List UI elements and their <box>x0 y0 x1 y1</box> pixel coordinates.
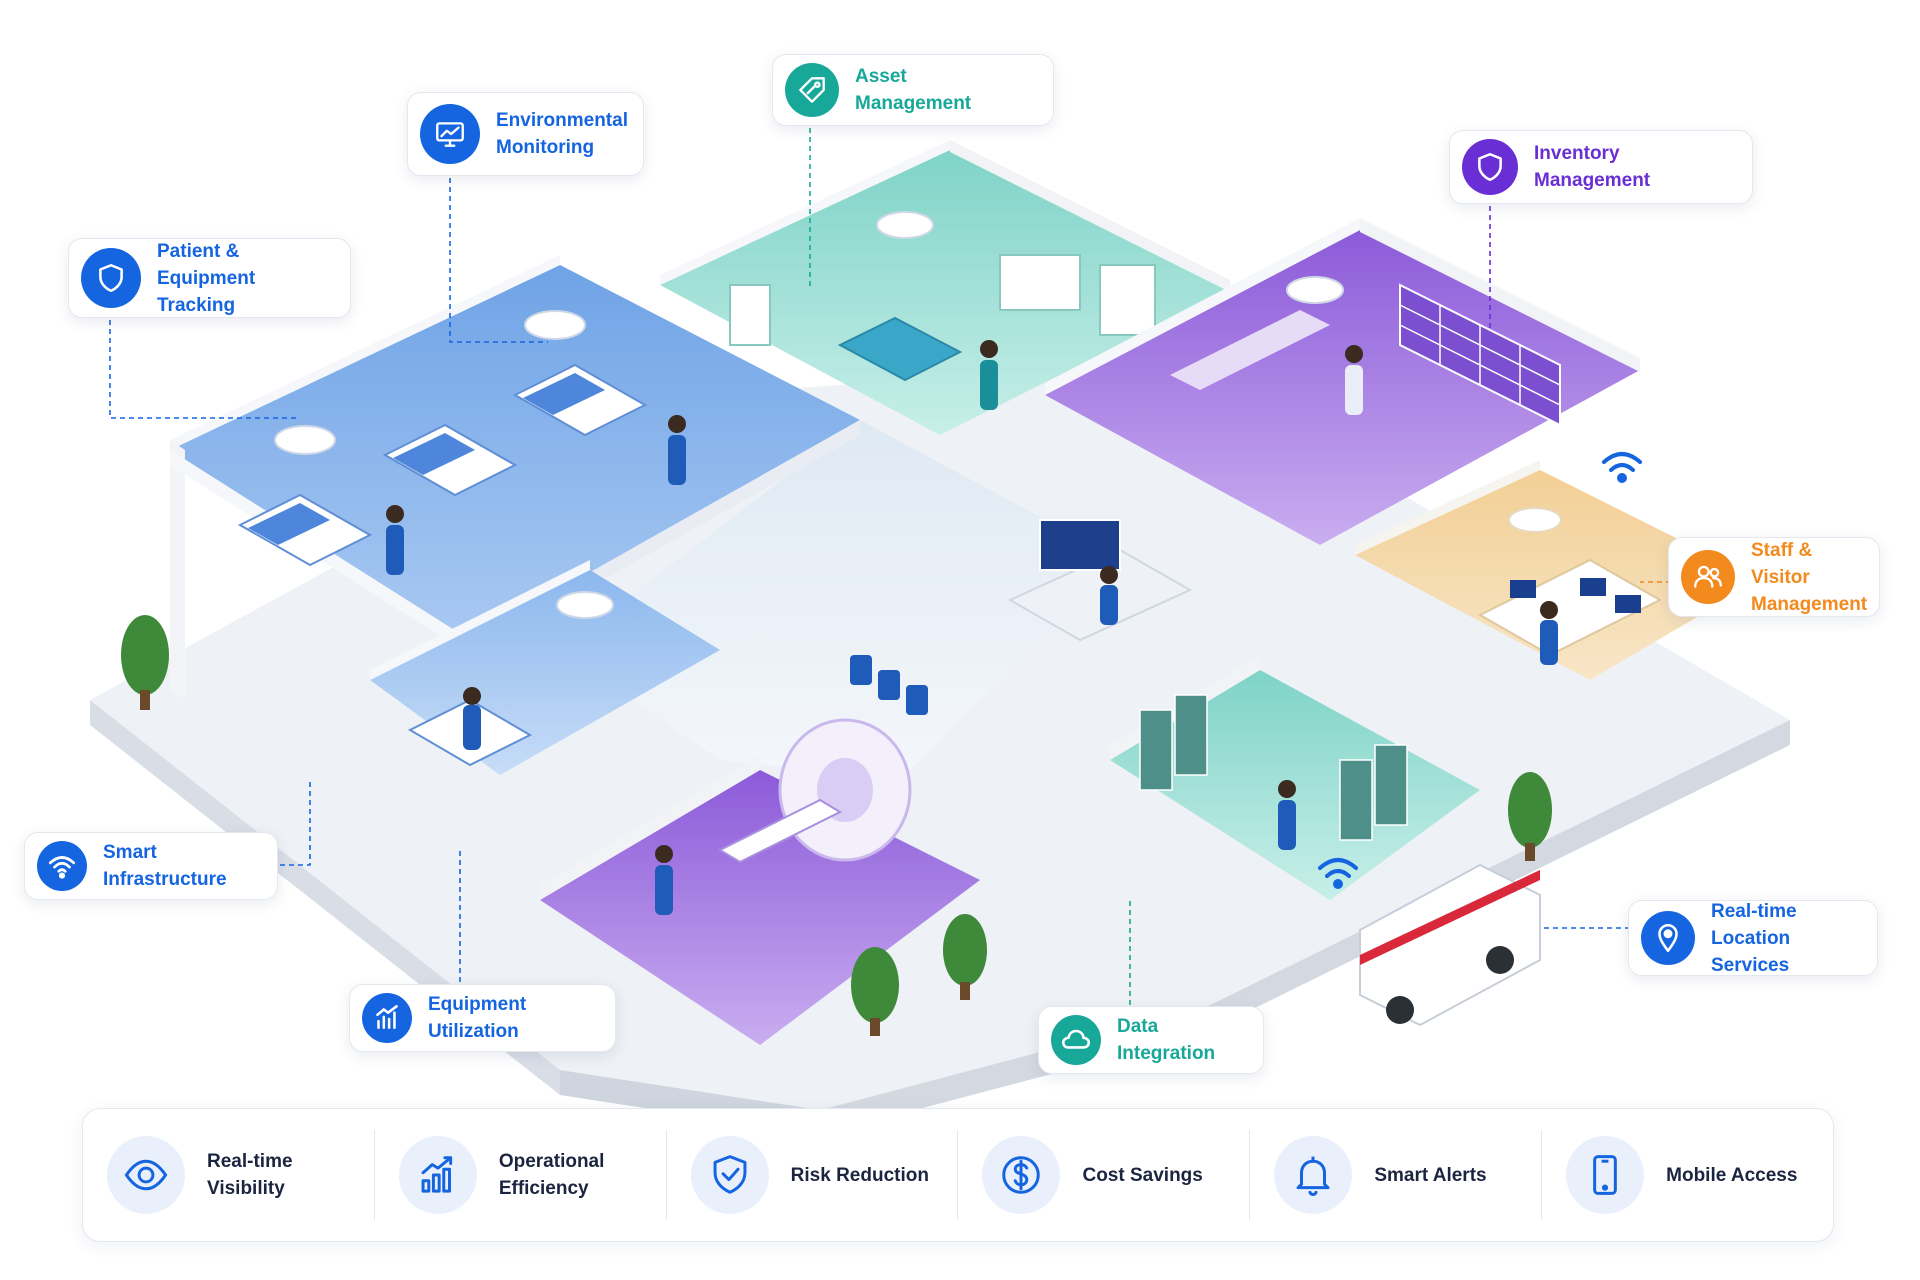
callout-real-time-location: Real-time Location Services <box>1628 900 1878 976</box>
ambulance <box>1359 863 1541 1027</box>
benefit-cost-savings: Cost Savings <box>958 1130 1251 1220</box>
benefit-operational-efficiency: Operational Efficiency <box>375 1130 667 1220</box>
people-icon <box>1681 550 1735 604</box>
benefit-mobile-access: Mobile Access <box>1542 1130 1833 1220</box>
bell-icon <box>1274 1136 1353 1214</box>
callout-label: Patient & Equipment Tracking <box>157 240 256 316</box>
eye-icon <box>107 1136 185 1214</box>
connector-lines <box>109 128 1680 1005</box>
benefit-label: Risk Reduction <box>790 1164 929 1186</box>
recovery-room <box>370 560 720 775</box>
dollar-icon <box>982 1136 1061 1214</box>
wifi-signal-icons <box>1318 452 1642 889</box>
callout-inventory-management: Inventory Management <box>1449 130 1753 204</box>
shield-icon <box>81 248 141 308</box>
callout-staff-visitor-management: Staff & Visitor Management <box>1668 537 1880 617</box>
callout-label: Smart Infrastructure <box>103 842 227 890</box>
benefits-bar: Real-time Visibility Operational Efficie… <box>82 1108 1834 1242</box>
callout-label: Asset Management <box>855 66 972 114</box>
bar-chart-icon <box>362 993 412 1043</box>
server-room <box>1110 655 1480 900</box>
callout-label: Data Integration <box>1117 1016 1216 1064</box>
wifi-icon <box>37 841 87 891</box>
benefit-label: Mobile Access <box>1666 1164 1798 1186</box>
callout-data-integration: Data Integration <box>1038 1006 1264 1074</box>
ward-room <box>170 255 860 700</box>
tag-icon <box>785 63 839 117</box>
callout-asset-management: Asset Management <box>772 54 1054 126</box>
monitor-chart-icon <box>420 104 480 164</box>
lobby-floor <box>560 420 1120 780</box>
trees <box>121 615 1552 1036</box>
shield-icon <box>1462 139 1518 195</box>
callout-label: Equipment Utilization <box>428 994 527 1042</box>
callout-smart-infrastructure: Smart Infrastructure <box>24 832 278 900</box>
callout-equipment-utilization: Equipment Utilization <box>349 984 616 1052</box>
benefit-label: Operational Efficiency <box>498 1151 605 1199</box>
reception-desk <box>1007 519 1193 642</box>
imaging-room <box>540 718 980 1045</box>
benefit-label: Smart Alerts <box>1374 1164 1487 1186</box>
phone-icon <box>1566 1136 1645 1214</box>
callout-environmental-monitoring: Environmental Monitoring <box>407 92 644 176</box>
surgery-room <box>660 140 1230 435</box>
cloud-icon <box>1051 1015 1101 1065</box>
benefit-real-time-visibility: Real-time Visibility <box>83 1130 375 1220</box>
growth-chart-icon <box>398 1136 477 1214</box>
pharmacy-room <box>1045 218 1640 545</box>
callout-label: Real-time Location Services <box>1711 900 1797 976</box>
callout-label: Inventory Management <box>1534 143 1651 191</box>
benefit-label: Real-time Visibility <box>207 1151 293 1199</box>
shield-check-icon <box>690 1136 769 1214</box>
waiting-chairs <box>850 655 928 715</box>
callout-label: Staff & Visitor Management <box>1751 539 1868 615</box>
location-pin-icon <box>1641 911 1695 965</box>
office-room <box>1355 460 1760 680</box>
callout-label: Environmental Monitoring <box>496 110 628 158</box>
callout-patient-equipment-tracking: Patient & Equipment Tracking <box>68 238 351 318</box>
benefit-risk-reduction: Risk Reduction <box>667 1130 959 1220</box>
benefit-label: Cost Savings <box>1082 1164 1203 1186</box>
benefit-smart-alerts: Smart Alerts <box>1250 1130 1543 1220</box>
